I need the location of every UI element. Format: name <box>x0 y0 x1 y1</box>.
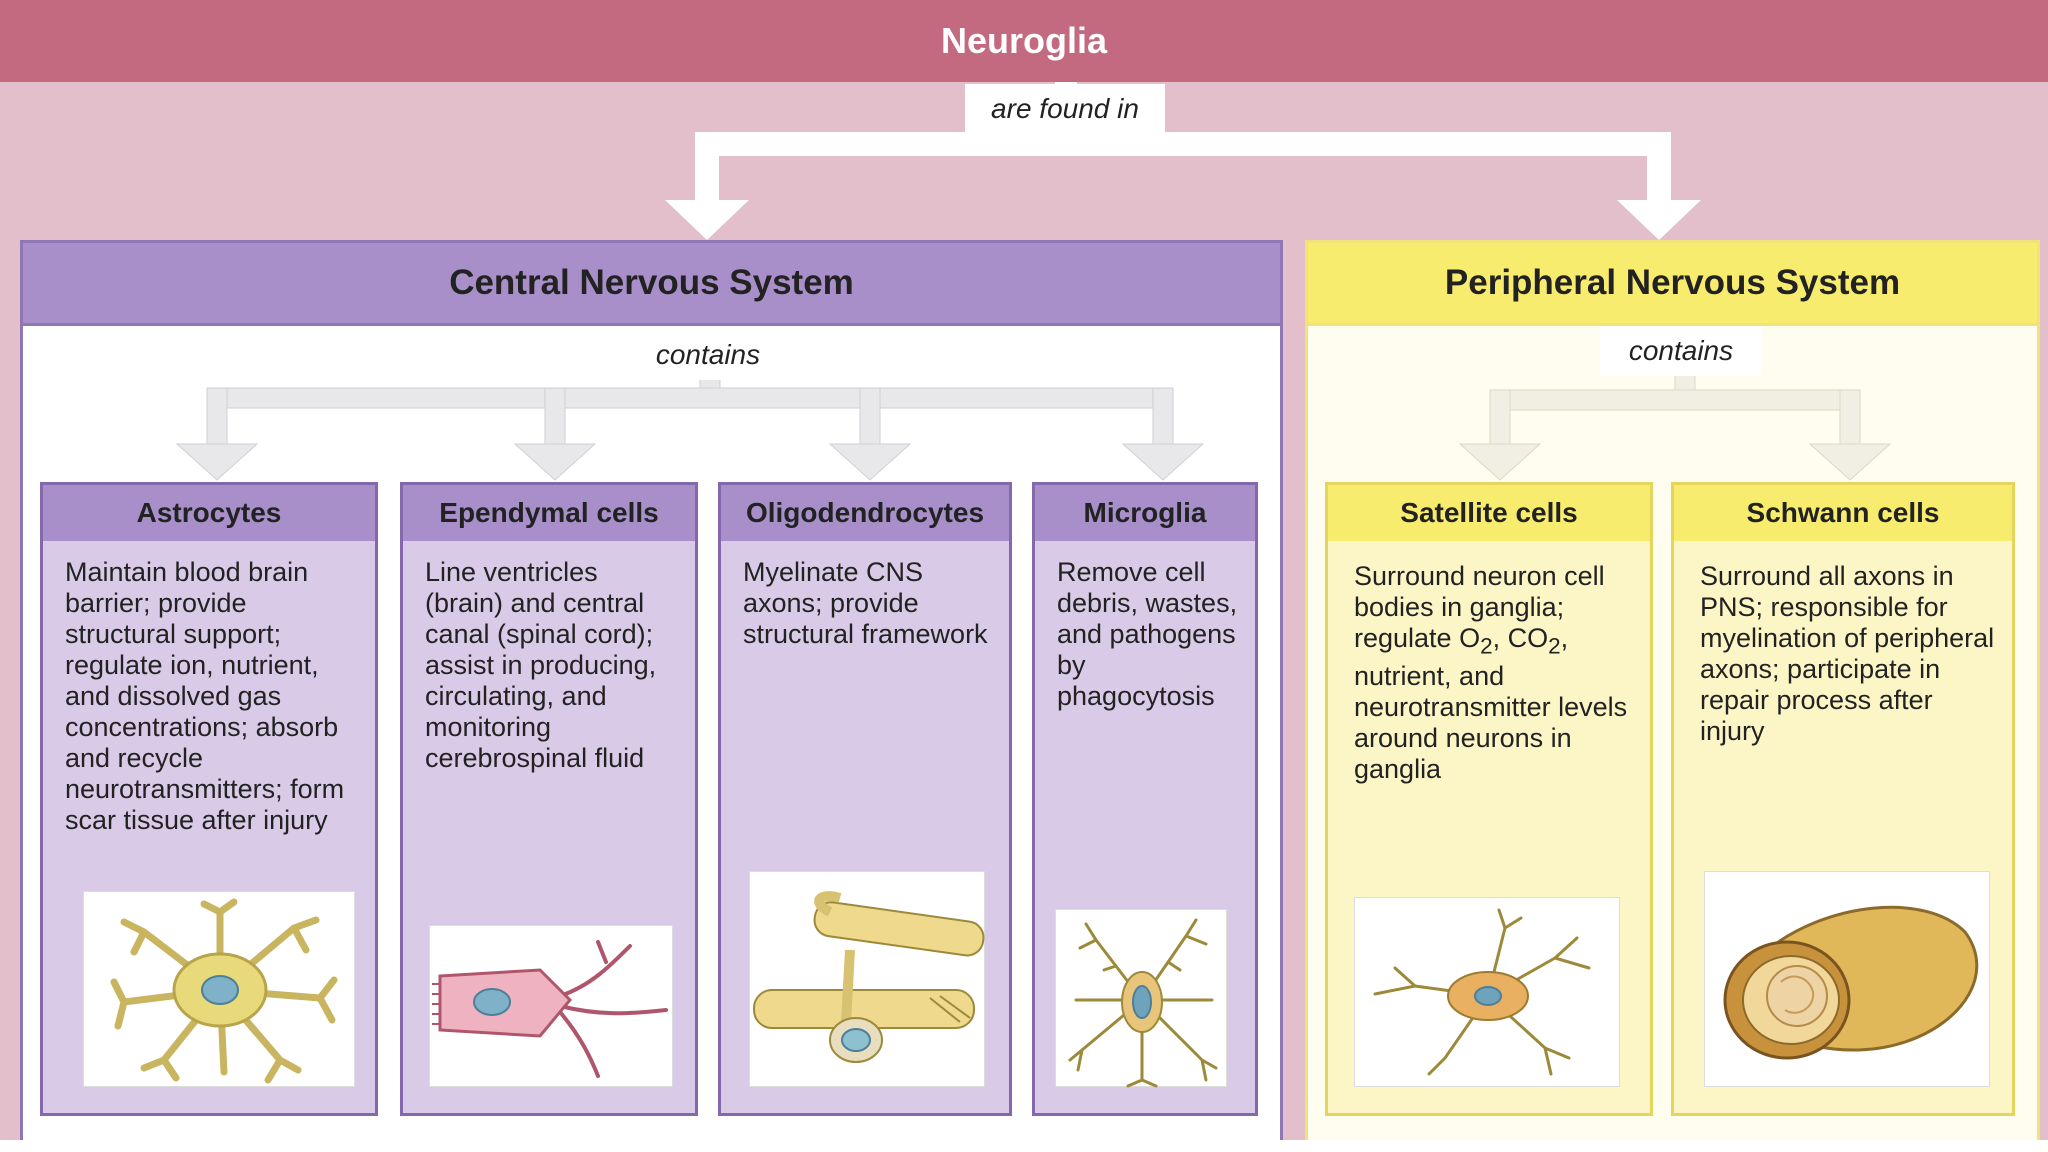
ependymal-title: Ependymal cells <box>403 485 695 541</box>
astrocytes-column: Astrocytes Maintain blood brain barrier;… <box>40 482 378 1116</box>
schwann-cells-title: Schwann cells <box>1674 485 2012 541</box>
astrocytes-description: Maintain blood brain barrier; provide st… <box>65 557 345 835</box>
satellite-cell-illustration <box>1354 897 1620 1087</box>
ependymal-column: Ependymal cells Line ventricles (brain) … <box>400 482 698 1116</box>
top-connector-arrows <box>665 82 1701 240</box>
microglia-title: Microglia <box>1035 485 1255 541</box>
oligodendrocytes-description: Myelinate CNS axons; provide structural … <box>743 557 988 649</box>
oligodendrocytes-title: Oligodendrocytes <box>721 485 1009 541</box>
schwann-cells-description: Surround all axons in PNS; responsible f… <box>1700 561 1995 746</box>
satellite-cells-title: Satellite cells <box>1328 485 1650 541</box>
pns-header: Peripheral Nervous System <box>1305 240 2040 326</box>
schwann-cell-illustration <box>1704 871 1990 1087</box>
microglia-description: Remove cell debris, wastes, and pathogen… <box>1057 557 1238 711</box>
cns-header: Central Nervous System <box>20 240 1283 326</box>
pns-connector-label: contains <box>1600 326 1762 376</box>
ependymal-description: Line ventricles (brain) and central cana… <box>425 557 657 773</box>
satellite-cells-column: Satellite cells Surround neuron cell bod… <box>1325 482 1653 1116</box>
microglia-illustration <box>1055 909 1227 1088</box>
microglia-column: Microglia Remove cell debris, wastes, an… <box>1032 482 1258 1116</box>
bottom-band <box>0 1140 2048 1152</box>
oligodendrocyte-illustration <box>749 871 985 1087</box>
astrocyte-illustration <box>83 891 355 1087</box>
satellite-cells-description: Surround neuron cell bodies in ganglia; … <box>1354 561 1628 785</box>
schwann-cells-column: Schwann cells Surround all axons in PNS;… <box>1671 482 2015 1116</box>
ependymal-illustration <box>429 925 673 1087</box>
connector-label-are-found-in: are found in <box>965 84 1165 134</box>
cns-connector-label: contains <box>628 330 788 380</box>
oligodendrocytes-column: Oligodendrocytes Myelinate CNS axons; pr… <box>718 482 1012 1116</box>
astrocytes-title: Astrocytes <box>43 485 375 541</box>
cns-branch-arrows <box>175 355 1205 481</box>
diagram-title: Neuroglia <box>0 0 2048 82</box>
pns-branch-arrows <box>1458 355 1892 481</box>
